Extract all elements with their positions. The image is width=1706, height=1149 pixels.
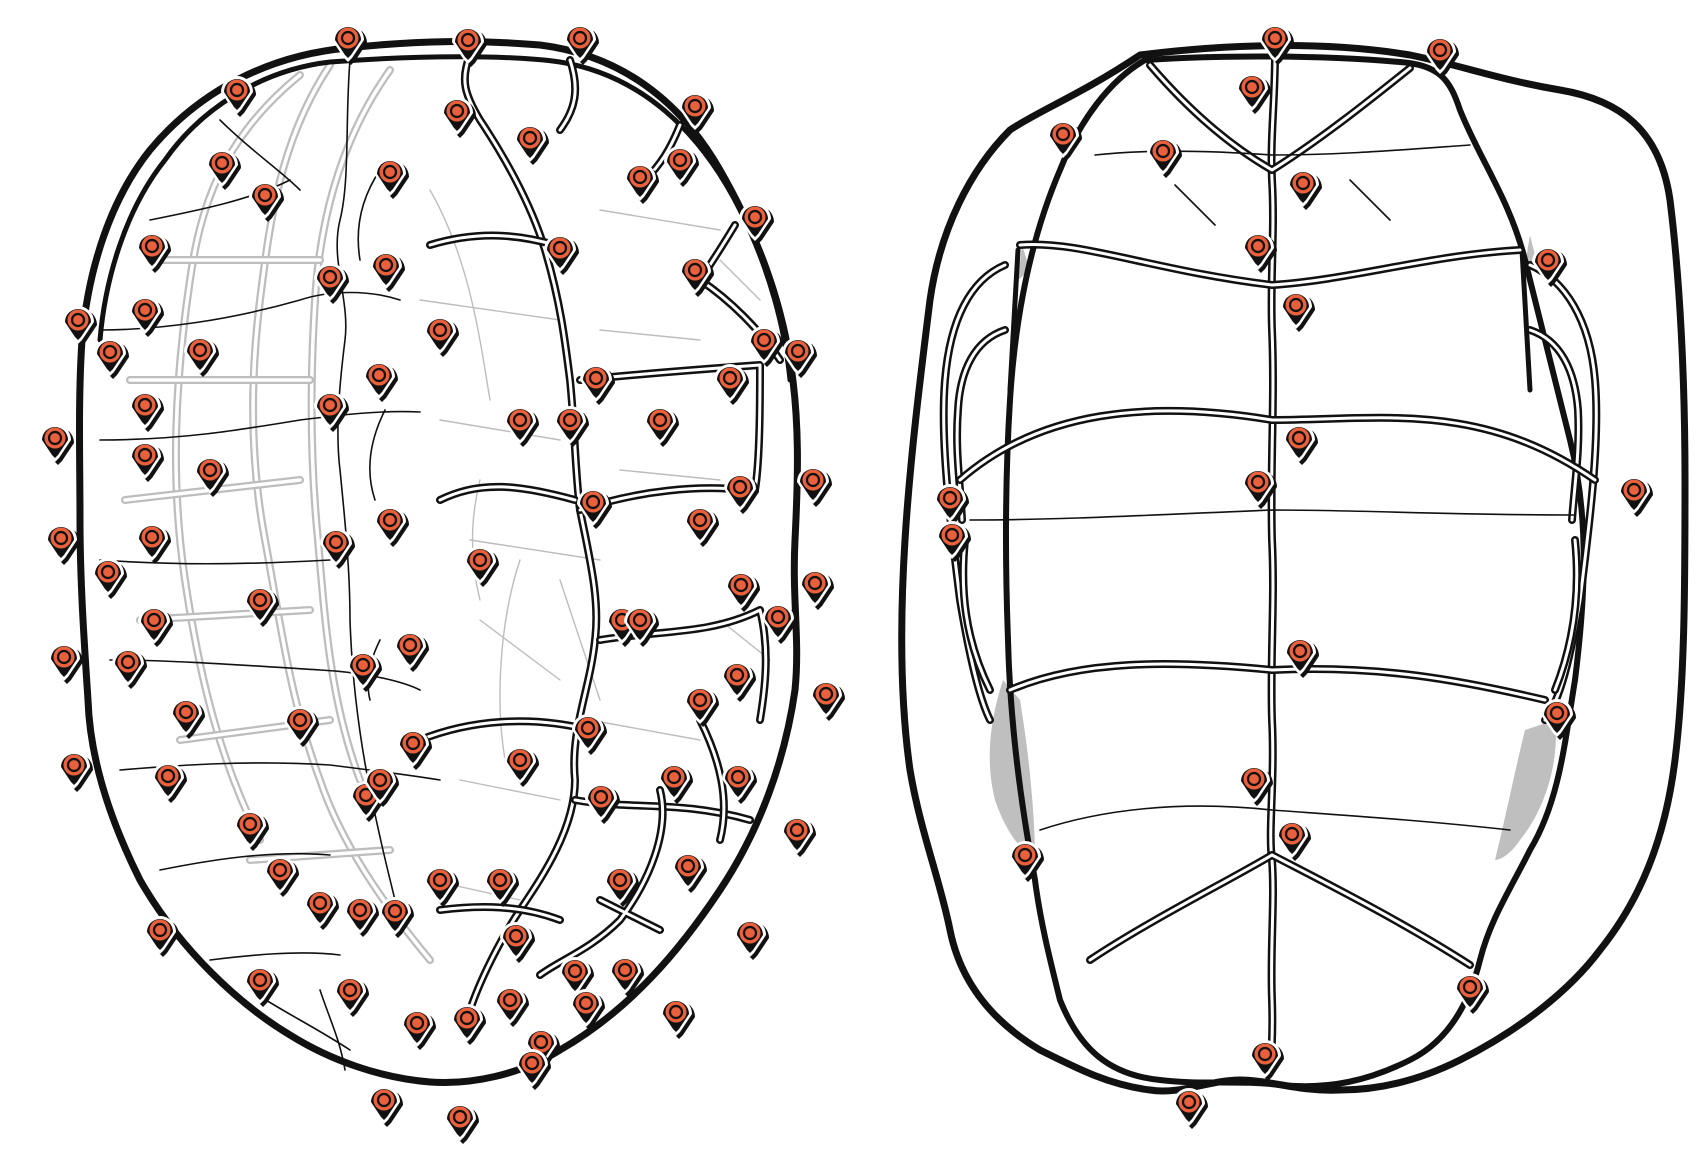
location-pin-icon bbox=[150, 760, 189, 805]
plastron-outer-outline bbox=[898, 42, 1689, 1095]
location-pin-icon bbox=[682, 684, 721, 729]
location-pin-icon bbox=[242, 964, 281, 1009]
location-pin-icon bbox=[90, 556, 129, 601]
location-pin-icon bbox=[658, 996, 697, 1041]
location-pin-icon bbox=[127, 439, 166, 484]
location-pin-icon bbox=[134, 521, 173, 566]
location-pin-icon bbox=[110, 646, 149, 691]
location-pin-icon bbox=[1530, 244, 1569, 289]
location-pin-icon bbox=[372, 504, 411, 549]
location-pin-icon bbox=[168, 696, 207, 741]
location-pin-icon bbox=[219, 74, 258, 119]
location-pin-icon bbox=[368, 249, 407, 294]
location-pin-icon bbox=[583, 781, 622, 826]
location-pin-icon bbox=[342, 894, 381, 939]
location-pin-icon bbox=[1274, 818, 1313, 863]
location-pin-icon bbox=[1007, 839, 1046, 884]
location-pin-icon bbox=[797, 567, 836, 612]
location-pin-icon bbox=[1045, 118, 1084, 163]
location-pin-icon bbox=[366, 1084, 405, 1129]
location-pin-icon bbox=[1285, 167, 1324, 212]
carapace-seams bbox=[416, 51, 784, 1014]
location-pin-icon bbox=[670, 850, 709, 895]
location-pin-icon bbox=[399, 1007, 438, 1052]
location-pin-icon bbox=[142, 914, 181, 959]
location-pin-icon bbox=[642, 404, 681, 449]
location-pin-icon bbox=[512, 122, 551, 167]
location-pin-icon bbox=[737, 201, 776, 246]
location-pin-icon bbox=[682, 504, 721, 549]
carapace-outline bbox=[76, 38, 801, 1086]
location-pin-icon bbox=[450, 24, 489, 69]
location-pin-icon bbox=[482, 864, 521, 909]
location-pin-icon bbox=[1281, 422, 1320, 467]
location-pin-icon bbox=[422, 864, 461, 909]
location-pin-icon bbox=[1145, 135, 1184, 180]
location-pin-icon bbox=[56, 749, 95, 794]
location-pin-icon bbox=[127, 389, 166, 434]
landmark-markers bbox=[37, 22, 1655, 1146]
location-pin-icon bbox=[312, 389, 351, 434]
location-pin-icon bbox=[1234, 71, 1273, 116]
location-pin-icon bbox=[732, 917, 771, 962]
location-pin-icon bbox=[552, 404, 591, 449]
location-pin-icon bbox=[46, 641, 85, 686]
location-pin-icon bbox=[262, 854, 301, 899]
location-pin-icon bbox=[492, 984, 531, 1029]
location-pin-icon bbox=[1278, 289, 1317, 334]
location-pin-icon bbox=[1247, 1038, 1286, 1083]
location-pin-icon bbox=[37, 422, 76, 467]
location-pin-icon bbox=[134, 230, 173, 275]
location-pin-icon bbox=[502, 744, 541, 789]
location-pin-icon bbox=[43, 522, 82, 567]
location-pin-icon bbox=[345, 649, 384, 694]
location-pin-icon bbox=[282, 704, 321, 749]
location-pin-icon bbox=[442, 1101, 481, 1146]
location-pin-icon bbox=[332, 974, 371, 1019]
location-pin-icon bbox=[302, 887, 341, 932]
location-pin-icon bbox=[232, 808, 271, 853]
location-pin-icon bbox=[92, 336, 131, 381]
location-pin-icon bbox=[361, 359, 400, 404]
plastron-inner-outline bbox=[1002, 53, 1587, 1090]
location-pin-icon bbox=[779, 814, 818, 859]
location-pin-icon bbox=[578, 362, 617, 407]
location-pin-icon bbox=[136, 604, 175, 649]
location-pin-icon bbox=[449, 1002, 488, 1047]
location-pin-icon bbox=[502, 404, 541, 449]
location-pin-icon bbox=[795, 464, 834, 509]
location-pin-icon bbox=[182, 334, 221, 379]
location-pin-icon bbox=[723, 569, 762, 614]
location-pin-icon bbox=[318, 526, 357, 571]
plastron-shade-right bbox=[1495, 720, 1556, 860]
location-pin-icon bbox=[392, 629, 431, 674]
location-pin-icon bbox=[498, 920, 537, 965]
location-pin-icon bbox=[808, 678, 847, 723]
carapace-panel bbox=[76, 38, 801, 1086]
location-pin-icon bbox=[372, 156, 411, 201]
location-pin-icon bbox=[462, 544, 501, 589]
plastron-panel bbox=[898, 42, 1689, 1095]
carapace-faint-seams bbox=[121, 61, 771, 964]
location-pin-icon bbox=[127, 294, 166, 339]
location-pin-icon bbox=[719, 659, 758, 704]
location-pin-icon bbox=[662, 144, 701, 189]
location-pin-icon bbox=[422, 314, 461, 359]
location-pin-icon bbox=[60, 304, 99, 349]
location-pin-icon bbox=[1171, 1086, 1210, 1131]
location-pin-icon bbox=[1616, 474, 1655, 519]
